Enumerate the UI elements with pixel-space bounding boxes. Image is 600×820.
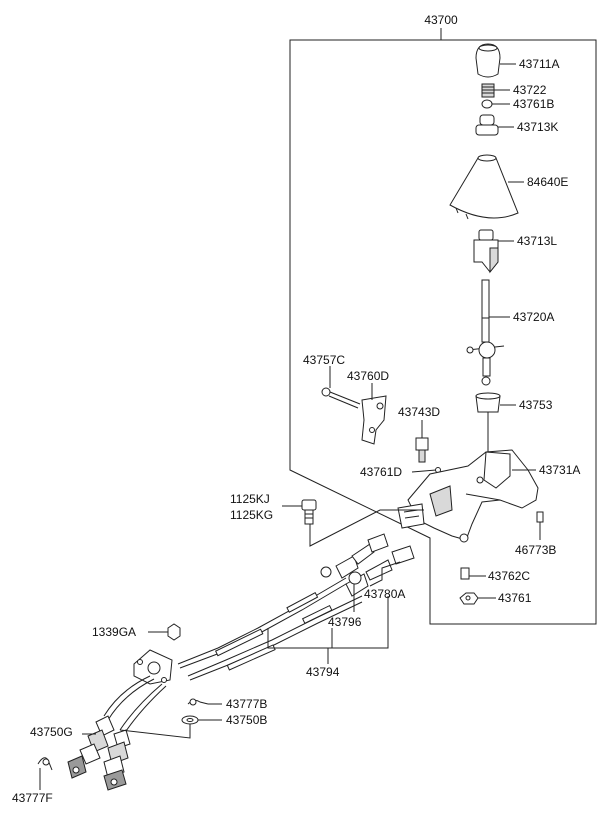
lever-43720A bbox=[466, 279, 505, 386]
label-43722: 43722 bbox=[513, 83, 547, 97]
pin-46773B bbox=[536, 511, 544, 523]
label-43796: 43796 bbox=[328, 615, 362, 629]
collar-43762C bbox=[460, 567, 470, 580]
cable-end-43750B bbox=[103, 729, 131, 791]
label-43761B: 43761B bbox=[513, 97, 554, 111]
cable-end-43750G bbox=[67, 715, 115, 779]
washer-43750B bbox=[181, 715, 199, 725]
spring-43722 bbox=[481, 83, 495, 98]
cable-end-lower bbox=[345, 545, 415, 597]
label-43780A: 43780A bbox=[364, 587, 405, 601]
label-43761D: 43761D bbox=[360, 465, 402, 479]
label-43777B: 43777B bbox=[226, 697, 267, 711]
nut-43761 bbox=[459, 592, 479, 605]
leader-lines bbox=[39, 63, 541, 790]
knob-43711A bbox=[475, 43, 501, 78]
label-43713K: 43713K bbox=[517, 120, 558, 134]
label-43794: 43794 bbox=[306, 665, 340, 679]
label-43713L: 43713L bbox=[517, 234, 557, 248]
bracket-43760D bbox=[361, 395, 387, 445]
label-43750G: 43750G bbox=[30, 725, 73, 739]
assembly-frame bbox=[289, 39, 597, 625]
bracket-plate bbox=[133, 649, 173, 685]
label-1339GA: 1339GA bbox=[92, 625, 136, 639]
cable-43794 bbox=[177, 577, 363, 681]
part-labels: 43711A 43722 43761B 43713K 84640E 43713L… bbox=[12, 57, 580, 805]
cable-lower-runs bbox=[103, 675, 167, 735]
cap-43713K bbox=[475, 114, 499, 136]
label-84640E: 84640E bbox=[527, 175, 568, 189]
label-43711A: 43711A bbox=[519, 57, 559, 71]
clip-43796 bbox=[320, 566, 362, 585]
washer-43761B bbox=[481, 99, 493, 109]
label-43777F: 43777F bbox=[12, 791, 53, 805]
bushing-43713L bbox=[473, 229, 499, 274]
label-43757C: 43757C bbox=[303, 353, 345, 367]
label-43731A: 43731A bbox=[539, 463, 580, 477]
label-43753: 43753 bbox=[519, 398, 553, 412]
nut-1339GA bbox=[167, 623, 181, 641]
label-43760D: 43760D bbox=[347, 369, 389, 383]
bolt-1125KJ bbox=[301, 499, 317, 525]
bushing-43753 bbox=[475, 392, 501, 413]
housing-43731A bbox=[397, 449, 539, 543]
boot-84640E bbox=[449, 154, 519, 220]
bolt-43757C bbox=[321, 387, 361, 409]
cable-end-upper bbox=[335, 533, 389, 579]
label-46773B: 46773B bbox=[515, 543, 556, 557]
clip-43777B bbox=[187, 698, 209, 706]
label-1125KG: 1125KG bbox=[230, 508, 273, 522]
label-1125KJ: 1125KJ bbox=[230, 492, 270, 506]
label-43750B: 43750B bbox=[226, 713, 267, 727]
label-43743D: 43743D bbox=[398, 405, 440, 419]
label-43761: 43761 bbox=[498, 591, 532, 605]
label-43720A: 43720A bbox=[513, 310, 554, 324]
assembly-number: 43700 bbox=[424, 13, 458, 27]
bolt-43743D bbox=[415, 437, 429, 463]
clip-43777F bbox=[37, 757, 53, 771]
label-43762C: 43762C bbox=[488, 569, 530, 583]
